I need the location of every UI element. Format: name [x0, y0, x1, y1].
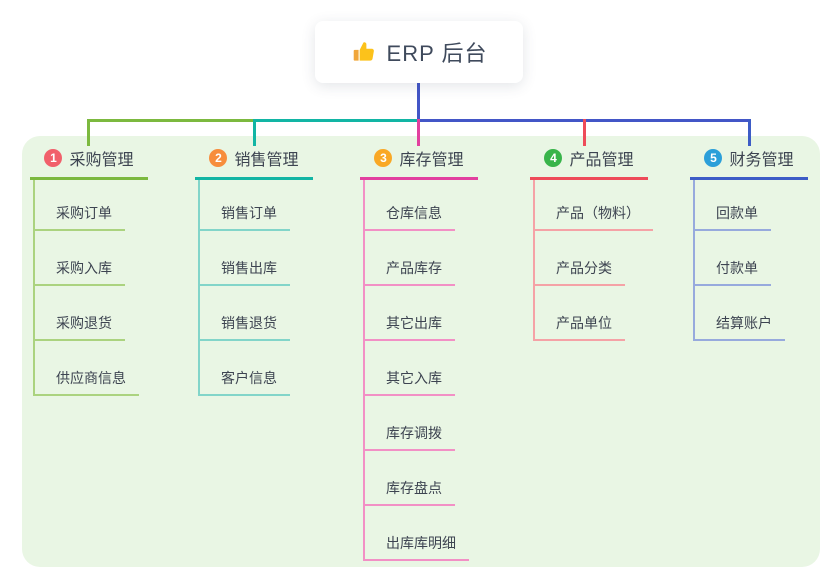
- branch-index-badge: 2: [209, 149, 228, 167]
- node-product-unit[interactable]: 产品单位: [535, 286, 653, 341]
- node-other-outbound[interactable]: 其它出库: [365, 286, 469, 341]
- branch-index-badge: 1: [44, 149, 63, 167]
- branch-product-management: 4 产品管理 产品（物料） 产品分类 产品单位: [530, 146, 653, 341]
- branch-title: 库存管理: [399, 152, 464, 169]
- branch-children: 仓库信息 产品库存 其它出库 其它入库 库存调拨 库存盘点 出库库明细: [363, 180, 469, 561]
- thumbs-up-icon: [351, 39, 377, 65]
- branch-children: 采购订单 采购入库 采购退货 供应商信息: [33, 180, 139, 396]
- node-product-stock[interactable]: 产品库存: [365, 231, 469, 286]
- branch-node-purchase-management[interactable]: 1 采购管理: [30, 146, 148, 180]
- branch-children: 回款单 付款单 结算账户: [693, 180, 785, 341]
- node-sales-return[interactable]: 销售退货: [200, 286, 290, 341]
- node-receipt-slip[interactable]: 回款单: [695, 180, 785, 231]
- node-stock-count[interactable]: 库存盘点: [365, 451, 469, 506]
- branch-node-inventory-management[interactable]: 3 库存管理: [360, 146, 478, 180]
- node-customer-info[interactable]: 客户信息: [200, 341, 290, 396]
- trunk-segment-green: [87, 119, 255, 122]
- node-purchase-return[interactable]: 采购退货: [35, 286, 139, 341]
- root-node[interactable]: ERP 后台: [315, 21, 523, 83]
- branch-drop-line-finance: [748, 119, 751, 146]
- branch-purchase-management: 1 采购管理 采购订单 采购入库 采购退货 供应商信息: [30, 146, 148, 396]
- branch-title: 销售管理: [234, 152, 299, 169]
- branch-title: 产品管理: [569, 152, 634, 169]
- branches-panel: [22, 136, 820, 567]
- branch-title: 采购管理: [69, 152, 134, 169]
- node-sales-order[interactable]: 销售订单: [200, 180, 290, 231]
- branch-index-badge: 4: [544, 149, 563, 167]
- node-payment-slip[interactable]: 付款单: [695, 231, 785, 286]
- node-other-inbound[interactable]: 其它入库: [365, 341, 469, 396]
- node-purchase-inbound[interactable]: 采购入库: [35, 231, 139, 286]
- branch-index-badge: 3: [374, 149, 393, 167]
- node-sales-outbound[interactable]: 销售出库: [200, 231, 290, 286]
- branch-children: 销售订单 销售出库 销售退货 客户信息: [198, 180, 290, 396]
- branch-children: 产品（物料） 产品分类 产品单位: [533, 180, 653, 341]
- root-connector-line: [417, 83, 420, 120]
- branch-inventory-management: 3 库存管理 仓库信息 产品库存 其它出库 其它入库 库存调拨 库存盘点 出库库…: [360, 146, 478, 561]
- branch-node-sales-management[interactable]: 2 销售管理: [195, 146, 313, 180]
- branch-sales-management: 2 销售管理 销售订单 销售出库 销售退货 客户信息: [195, 146, 313, 396]
- branch-drop-line-purchase: [87, 119, 90, 146]
- branch-drop-line-product: [583, 119, 586, 146]
- branch-drop-line-sales: [253, 119, 256, 146]
- node-stock-transfer[interactable]: 库存调拨: [365, 396, 469, 451]
- branch-node-finance-management[interactable]: 5 财务管理: [690, 146, 808, 180]
- node-purchase-order[interactable]: 采购订单: [35, 180, 139, 231]
- node-outbound-detail[interactable]: 出库库明细: [365, 506, 469, 561]
- branch-finance-management: 5 财务管理 回款单 付款单 结算账户: [690, 146, 808, 341]
- branch-index-badge: 5: [704, 149, 723, 167]
- node-product-category[interactable]: 产品分类: [535, 231, 653, 286]
- node-warehouse-info[interactable]: 仓库信息: [365, 180, 469, 231]
- branch-title: 财务管理: [729, 152, 794, 169]
- node-product-material[interactable]: 产品（物料）: [535, 180, 653, 231]
- node-settlement-account[interactable]: 结算账户: [695, 286, 785, 341]
- branch-drop-line-inventory: [417, 119, 420, 146]
- node-supplier-info[interactable]: 供应商信息: [35, 341, 139, 396]
- branch-node-product-management[interactable]: 4 产品管理: [530, 146, 648, 180]
- root-node-label: ERP 后台: [386, 41, 488, 66]
- trunk-segment-teal: [255, 119, 419, 122]
